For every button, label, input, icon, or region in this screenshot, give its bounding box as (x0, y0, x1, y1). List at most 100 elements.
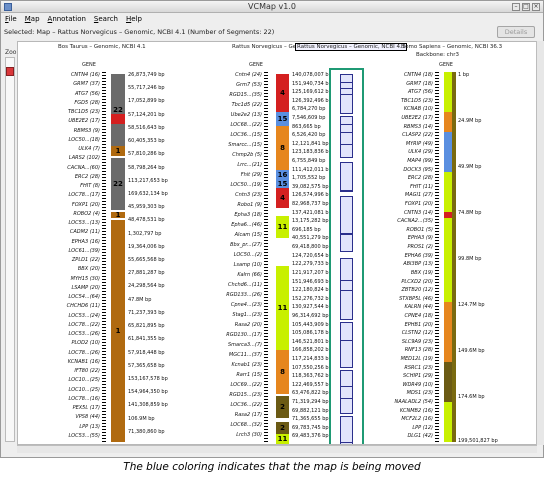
middle-map-title-selected[interactable]: Rattus Norvegicus – Genomic, NCBI 4.1 (295, 43, 408, 51)
right-segment-4[interactable] (444, 172, 452, 212)
gene-label[interactable]: UBE2E2 (17) (68, 118, 100, 125)
left-map-title[interactable]: Bos Taurus – Genomic, NCBI 4.1 (58, 44, 146, 50)
gene-label[interactable]: Kcnab1 (23) (231, 362, 262, 368)
gene-label[interactable]: RBMS3 (14) (403, 123, 433, 130)
gene-label[interactable]: Lrch3 (30) (236, 432, 262, 438)
gene-label[interactable]: KALRN (44) (404, 304, 433, 311)
gene-label[interactable]: LOC50...(2) (233, 252, 262, 258)
gene-label[interactable]: LSAMP (20) (71, 284, 100, 291)
gene-label[interactable]: ATG7 (56) (407, 89, 433, 96)
gene-label[interactable]: LARS2 (102) (68, 155, 100, 162)
middle-segment-12[interactable]: 11 (276, 434, 289, 444)
gene-label[interactable]: Chchd6...(11) (228, 282, 262, 288)
horizontal-scrollbar[interactable] (17, 445, 537, 453)
gene-label[interactable]: LOC61...(39) (68, 247, 100, 254)
zoom-slider[interactable] (5, 57, 15, 442)
gene-label[interactable]: VPS8 (44) (75, 414, 100, 421)
gene-label[interactable]: GRM7 (37) (73, 81, 100, 88)
gene-label[interactable]: LOC50...(18) (68, 136, 100, 143)
gene-label[interactable]: EPHA3 (16) (71, 238, 100, 245)
gene-label[interactable]: SLC9A9 (23) (401, 338, 433, 345)
moving-segment-9[interactable] (340, 416, 353, 444)
gene-label[interactable]: MGC11...(37) (228, 352, 262, 358)
gene-label[interactable]: LOC36...(22) (230, 402, 262, 408)
gene-label[interactable]: Smarca3...(7) (227, 342, 262, 348)
gene-label[interactable]: LOC78...(17) (68, 192, 100, 199)
gene-label[interactable]: ZPLD1 (22) (71, 257, 100, 263)
gene-label[interactable]: PLCXD2 (20) (401, 278, 433, 285)
left-segment-2[interactable]: 1 (111, 146, 125, 156)
gene-label[interactable]: ERC2 (28) (407, 175, 433, 182)
gene-label[interactable]: Lsamp (10) (233, 262, 262, 268)
gene-label[interactable]: LOC69...(22) (230, 382, 262, 388)
gene-label[interactable]: Smarcc...(15) (228, 142, 262, 148)
gene-label[interactable]: Epha6...(46) (231, 222, 262, 228)
gene-label[interactable]: SCHIP1 (29) (403, 373, 433, 380)
gene-label[interactable]: Rarr1 (15) (236, 372, 262, 378)
middle-map-title-prefix[interactable]: Rattus Norvegicus – Gen (232, 44, 300, 50)
gene-label[interactable]: MCF2L2 (16) (401, 416, 433, 423)
right-map-title[interactable]: Homo Sapiens – Genomic, NCBI 36.3 (401, 44, 503, 50)
gene-label[interactable]: Grm7 (53) (236, 82, 262, 88)
gene-label[interactable]: Cntn3 (23) (235, 192, 262, 198)
gene-label[interactable]: EPHA3 (9) (407, 235, 433, 242)
gene-label[interactable]: LOC53...(55) (68, 432, 100, 439)
gene-label[interactable]: Robo1 (9) (237, 202, 262, 208)
gene-label[interactable]: ROBO2 (4) (73, 210, 100, 217)
left-segment-3[interactable]: 22 (111, 158, 125, 210)
gene-label[interactable]: CACNA...(60) (67, 164, 100, 171)
middle-segment-4[interactable]: 16 (276, 170, 289, 180)
gene-label[interactable]: PEX5L (17) (72, 405, 100, 411)
gene-label[interactable]: LOC10...(25) (68, 377, 100, 384)
gene-label[interactable]: LOC78...(22) (68, 321, 100, 328)
gene-label[interactable]: RGD130...(17) (226, 332, 262, 338)
gene-label[interactable]: TBC1D5 (23) (400, 97, 433, 104)
gene-label[interactable]: PLOD2 (10) (71, 340, 100, 347)
gene-label[interactable]: ULK4 (29) (408, 149, 433, 156)
gene-label[interactable]: ULK4 (7) (78, 146, 100, 152)
moving-map-frame[interactable] (329, 68, 364, 444)
gene-label[interactable]: MYRIP (49) (405, 140, 433, 147)
gene-label[interactable]: BBX (19) (410, 269, 433, 276)
menu-annotation[interactable]: Annotation (47, 14, 86, 23)
menu-help[interactable]: Help (125, 14, 142, 23)
gene-label[interactable]: LOC53...(26) (68, 331, 100, 337)
moving-segment-6[interactable] (340, 258, 353, 320)
gene-label[interactable]: KCNAB (10) (403, 106, 433, 113)
gene-label[interactable]: KCNAB1 (16) (67, 358, 100, 365)
gene-label[interactable]: RBMS3 (9) (73, 127, 100, 134)
gene-label[interactable]: CLSTN2 (12) (401, 330, 433, 337)
gene-label[interactable]: WDR49 (10) (402, 381, 433, 388)
gene-label[interactable]: CHCHD6 (11) (66, 303, 100, 310)
gene-label[interactable]: CNTN4 (18) (403, 72, 433, 78)
gene-label[interactable]: NAALADL2 (54) (394, 398, 433, 405)
right-segment-6[interactable] (444, 218, 452, 302)
right-segment-1[interactable] (444, 72, 452, 112)
right-segment-5[interactable] (444, 212, 452, 218)
gene-label[interactable]: LOC50...(19) (230, 182, 262, 188)
maximize-icon[interactable]: □ (522, 3, 530, 11)
gene-label[interactable]: Stag1...(23) (232, 312, 262, 318)
moving-segment-3[interactable] (340, 162, 353, 192)
right-segment-2[interactable] (444, 112, 452, 132)
minimize-icon[interactable]: – (512, 3, 520, 11)
gene-label[interactable]: LOC53...(13) (68, 220, 100, 226)
gene-label[interactable]: ZBTB20 (12) (401, 287, 433, 294)
gene-label[interactable]: FOXP1 (20) (71, 201, 100, 208)
gene-label[interactable]: Epha3 (18) (234, 212, 262, 218)
gene-label[interactable]: MAP4 (99) (407, 158, 433, 165)
right-segment-8[interactable] (444, 362, 452, 402)
gene-label[interactable]: CADM2 (11) (69, 229, 100, 236)
gene-label[interactable]: LOC68...(22) (230, 122, 262, 128)
details-button[interactable]: Details (497, 26, 535, 38)
moving-segment-2[interactable] (340, 116, 353, 158)
gene-label[interactable]: ABI3BP (13) (403, 261, 433, 268)
gene-label[interactable]: Ube2e2 (13) (230, 112, 262, 118)
middle-segment-9[interactable]: 8 (276, 350, 289, 394)
gene-label[interactable]: FGD5 (28) (74, 99, 100, 106)
moving-segment-4[interactable] (340, 196, 353, 234)
gene-label[interactable]: BBX (20) (77, 266, 100, 273)
gene-label[interactable]: TBC1D5 (23) (67, 109, 100, 115)
gene-label[interactable]: RGD15...(23) (229, 392, 262, 398)
middle-segment-3[interactable]: 8 (276, 126, 289, 170)
